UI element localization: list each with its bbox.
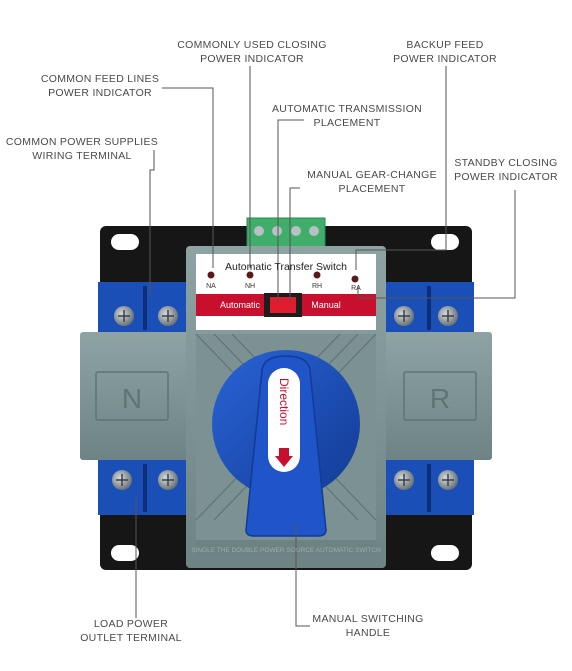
label-line: POWER INDICATOR <box>200 53 304 65</box>
label-manual-gear-change: MANUAL GEAR-CHANGE PLACEMENT <box>298 168 446 196</box>
label-line: POWER INDICATOR <box>454 171 558 183</box>
switching-handle <box>212 350 360 537</box>
callout-common-feed-lines <box>162 87 214 268</box>
label-line: POWER INDICATOR <box>393 53 497 65</box>
label-line: MANUAL SWITCHING <box>312 613 424 625</box>
label-line: HANDLE <box>345 627 391 639</box>
label-line: AUTOMATIC TRANSMISSION <box>271 103 423 115</box>
handle-direction-text: Direction <box>277 378 291 425</box>
label-line: COMMONLY USED CLOSING <box>177 39 327 51</box>
panel-title: Automatic Transfer Switch <box>225 261 347 273</box>
left-letter: N <box>122 383 142 414</box>
indicator-label-rh: RH <box>312 283 322 290</box>
label-line: PLACEMENT <box>338 183 406 195</box>
callout-common-power-supplies <box>149 150 155 296</box>
label-line: STANDBY CLOSING <box>454 157 558 169</box>
label-line: MANUAL GEAR-CHANGE <box>307 169 437 181</box>
label-line: OUTLET TERMINAL <box>80 632 182 644</box>
green-connector <box>246 217 326 249</box>
label-common-power-supplies: COMMON POWER SUPPLIES WIRING TERMINAL <box>4 135 160 163</box>
label-common-feed-lines: COMMON FEED LINES POWER INDICATOR <box>36 72 164 100</box>
side-covers <box>80 332 492 460</box>
indicator-label-na: NA <box>206 283 216 290</box>
label-load-power-outlet: LOAD POWER OUTLET TERMINAL <box>66 617 196 645</box>
terminal-blocks <box>98 282 474 515</box>
indicator-leds <box>207 271 359 283</box>
label-standby-closing: STANDBY CLOSING POWER INDICATOR <box>444 156 568 184</box>
base-inscription: SINGLE THE DOUBLE POWER SOURCE AUTOMATIC… <box>191 547 381 554</box>
label-line: COMMON FEED LINES <box>40 73 160 85</box>
callout-manual-switching-handle <box>295 522 310 627</box>
callout-automatic-transmission <box>277 119 304 302</box>
indicator-label-nh: NH <box>245 283 255 290</box>
label-line: BACKUP FEED <box>406 39 484 51</box>
callout-backup-feed <box>355 66 447 270</box>
label-line: LOAD POWER <box>93 618 169 630</box>
label-line: WIRING TERMINAL <box>32 150 132 162</box>
callout-standby-closing <box>357 190 516 299</box>
terminal-screws <box>112 306 458 490</box>
label-line: PLACEMENT <box>313 117 381 129</box>
label-commonly-used-closing: COMMONLY USED CLOSING POWER INDICATOR <box>172 38 332 66</box>
label-line: POWER INDICATOR <box>48 87 152 99</box>
right-letter: R <box>430 383 450 414</box>
label-line: COMMON POWER SUPPLIES <box>5 136 159 148</box>
mode-manual-label: Manual <box>311 300 341 310</box>
mode-automatic-label: Automatic <box>220 300 261 310</box>
label-automatic-transmission: AUTOMATIC TRANSMISSION PLACEMENT <box>264 102 430 130</box>
callout-lines <box>135 66 516 627</box>
label-manual-switching-handle: MANUAL SWITCHING HANDLE <box>302 612 434 640</box>
indicator-label-ra: RA <box>351 285 361 292</box>
callout-manual-gear-change <box>289 187 300 302</box>
label-backup-feed: BACKUP FEED POWER INDICATOR <box>382 38 508 66</box>
